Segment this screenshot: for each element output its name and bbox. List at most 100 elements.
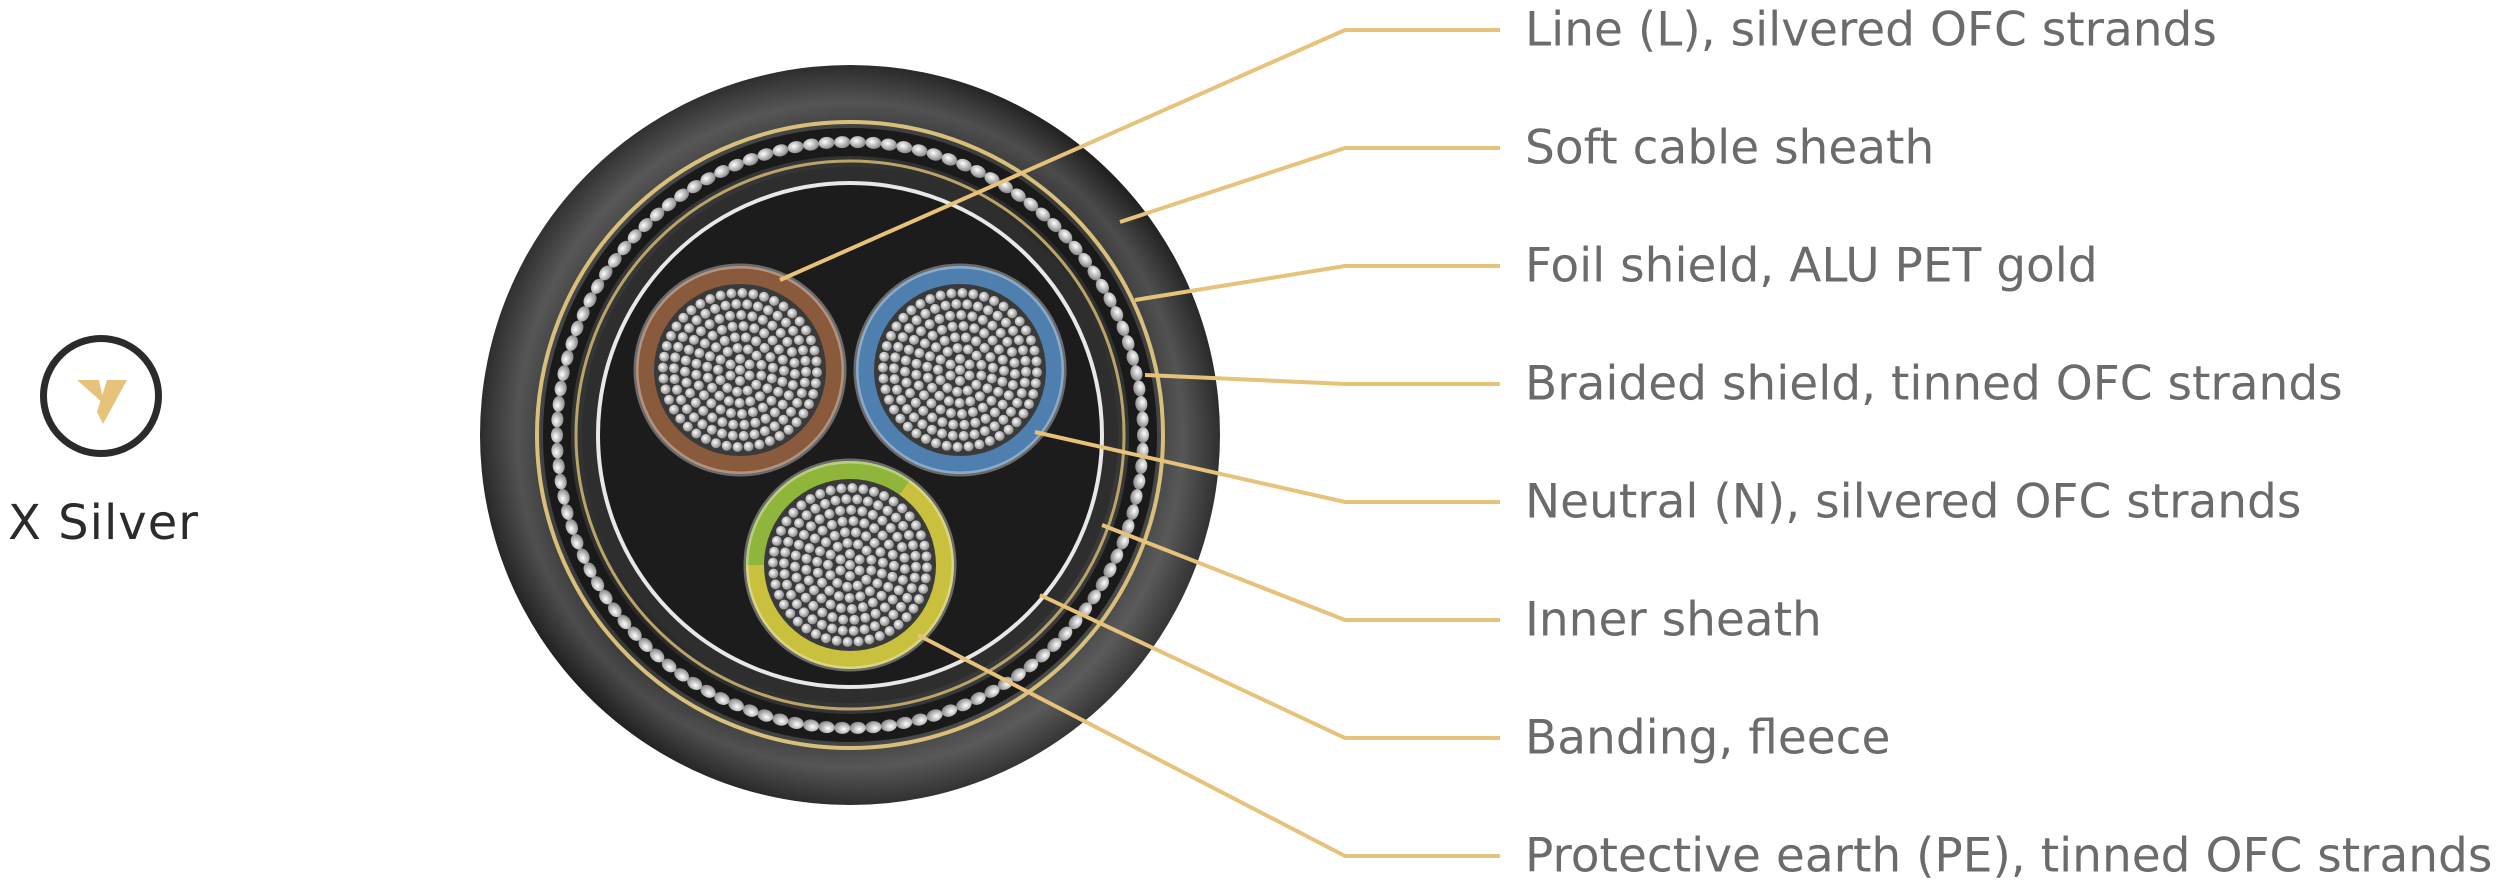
braid-strand (649, 648, 665, 663)
braid-strand (1133, 380, 1146, 397)
conductor-strand (812, 567, 823, 578)
conductor-strand (1016, 388, 1027, 399)
conductor-strand (695, 299, 706, 309)
braid-strand (1035, 648, 1051, 663)
conductor-strand (773, 344, 784, 355)
conductor-strand (955, 376, 965, 386)
conductor-strand (714, 390, 725, 401)
braid-strand (638, 637, 653, 652)
conductor-strand (864, 634, 875, 645)
conductor-strand (937, 417, 948, 428)
conductor-strand (994, 431, 1005, 441)
braid-strand (1095, 278, 1109, 294)
conductor-strand (904, 323, 914, 334)
conductor-strand (911, 315, 922, 326)
conductor-strand (754, 439, 765, 450)
conductor-strand (815, 489, 826, 499)
conductor-strand (986, 373, 997, 384)
conductor-strand (827, 612, 838, 623)
conductor-strand (911, 369, 922, 380)
conductor-strand (950, 332, 960, 343)
conductor-strand (958, 430, 969, 441)
conductor-strand (838, 614, 849, 625)
conductor-strand (989, 421, 1000, 432)
conductor-strand (952, 386, 963, 397)
braid-strand (551, 411, 564, 428)
braided-shield-ring (551, 136, 1149, 734)
conductor-strand (671, 321, 682, 332)
conductor-strand (794, 316, 805, 327)
conductor-strand (906, 305, 917, 316)
conductor-strand (997, 399, 1008, 410)
conductor-strand (849, 614, 860, 625)
conductor-strand (845, 560, 855, 570)
braid-strand (1068, 240, 1083, 256)
conductor-strand (810, 378, 821, 389)
conductor-strand (917, 419, 928, 430)
braid-strand (911, 713, 928, 726)
conductor-strand (769, 296, 780, 306)
conductor-strand (836, 483, 847, 494)
conductor-strand (801, 623, 812, 634)
conductor-strand (817, 607, 828, 618)
braid-strand (1047, 637, 1062, 652)
conductor-strand (772, 310, 783, 321)
conductor-strand (850, 527, 861, 538)
conductor-strand (930, 303, 941, 314)
conductor-strand (680, 366, 690, 377)
conductor-strand (1014, 316, 1025, 327)
conductor-strand (820, 498, 831, 509)
conductor-strand (778, 301, 789, 312)
conductor-strand (896, 394, 907, 405)
conductor-strand (760, 413, 771, 424)
conductor-strand (922, 562, 932, 573)
conductor-strand (1003, 390, 1014, 401)
conductor-strand (725, 370, 736, 381)
conductor-strand (833, 591, 844, 602)
conductor-strand (780, 547, 791, 558)
conductor-strand (874, 631, 885, 641)
conductor-strand (1021, 325, 1031, 336)
conductor-strand (778, 414, 789, 425)
conductor-strand (977, 402, 988, 413)
conductor-strand (979, 328, 990, 339)
conductor-strand (799, 529, 809, 540)
conductor-strand (771, 536, 782, 546)
conductor-strand (749, 429, 760, 440)
conductor-strand (1011, 417, 1022, 428)
conductor-strand (737, 288, 748, 298)
conductor-strand (759, 291, 769, 302)
conductor-strand (891, 512, 901, 523)
conductor-strand (897, 575, 908, 585)
conductor-strand (782, 579, 792, 590)
conductor-strand (747, 311, 758, 322)
conductor-strand (777, 354, 788, 365)
conductor-strand (869, 621, 880, 632)
conductor-strand (867, 597, 878, 608)
leader-line-soft-sheath (1119, 146, 1500, 224)
conductor-strand (768, 557, 778, 568)
conductor-strand (1007, 380, 1018, 390)
conductor-strand (983, 305, 994, 316)
conductor-strand (801, 564, 812, 575)
conductor-strand (884, 626, 895, 636)
conductor-strand (989, 407, 1000, 418)
braid-strand (757, 148, 774, 161)
conductor-strand (786, 589, 797, 600)
conductor-strand (987, 320, 998, 331)
braid-strand (742, 704, 759, 717)
braid-strand (1058, 229, 1073, 244)
conductor-strand (935, 375, 946, 386)
conductor-strand (796, 500, 807, 511)
conductor-strand (951, 299, 962, 310)
conductor-strand (720, 300, 731, 311)
conductor-strand (1007, 308, 1018, 319)
conductor-strand (787, 527, 798, 538)
conductor-strand (869, 523, 880, 534)
conductor-strand (974, 439, 985, 450)
conductor-strand (775, 328, 786, 338)
conductor-strand (796, 388, 807, 399)
braid-strand (772, 713, 789, 726)
braid-strand (865, 136, 882, 149)
conductor-strand (962, 299, 973, 310)
